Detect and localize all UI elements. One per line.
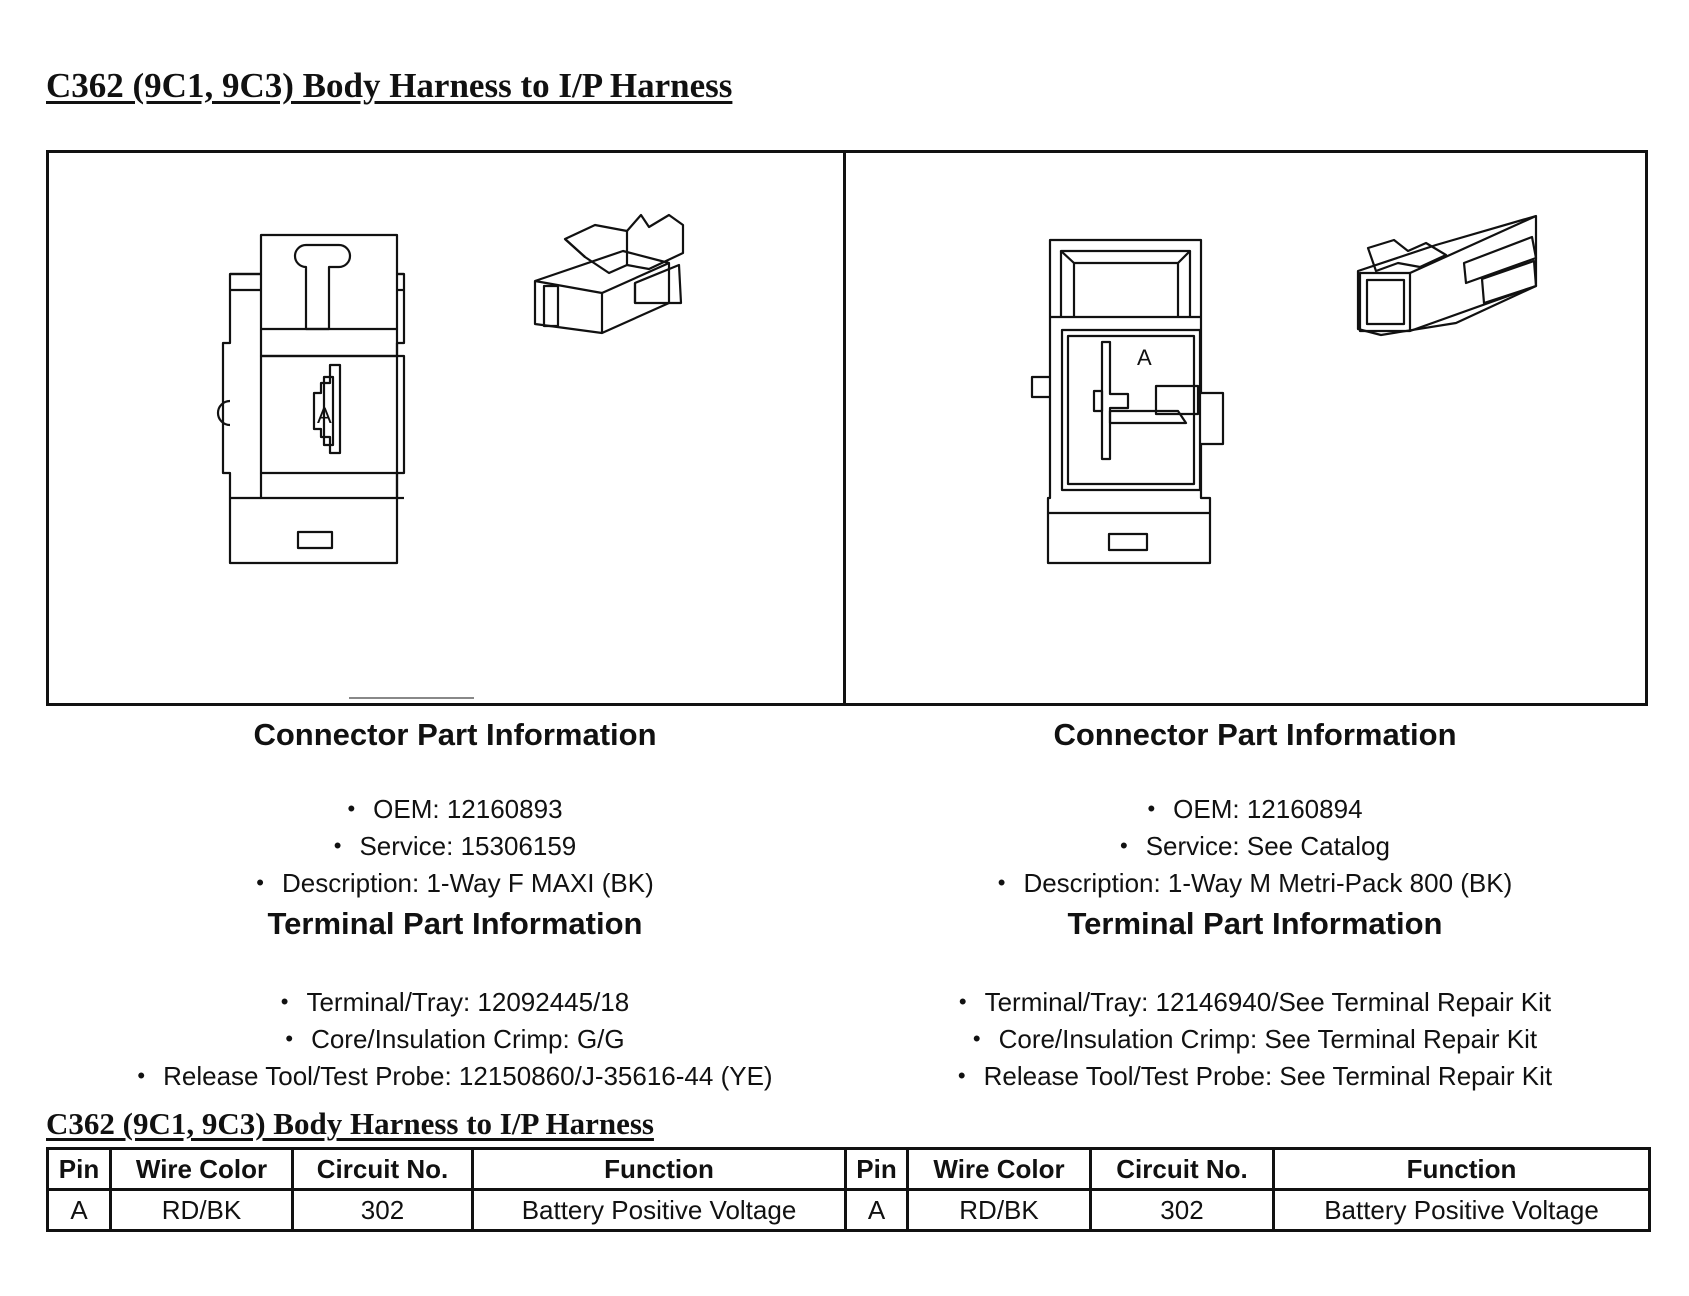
right-connector-drawing-panel: A	[843, 150, 1648, 706]
list-item: Core/Insulation Crimp: See Terminal Repa…	[865, 1021, 1645, 1058]
table-header-row: Pin Wire Color Circuit No. Function Pin …	[46, 1147, 1651, 1191]
column-header: Function	[471, 1147, 847, 1191]
left-connector-list: OEM: 12160893 Service: 15306159 Descript…	[65, 757, 845, 902]
list-item: Description: 1-Way F MAXI (BK)	[65, 865, 845, 902]
list-item: OEM: 12160893	[65, 791, 845, 828]
table-cell: RD/BK	[906, 1188, 1092, 1232]
table-row: A RD/BK 302 Battery Positive Voltage A R…	[46, 1188, 1651, 1232]
list-item: Service: See Catalog	[865, 828, 1645, 865]
right-terminal-list: Terminal/Tray: 12146940/See Terminal Rep…	[865, 946, 1645, 1095]
column-header: Pin	[46, 1147, 112, 1191]
list-item: Service: 15306159	[65, 828, 845, 865]
male-connector-isometric-view	[1356, 214, 1538, 337]
male-connector-drawing: A	[1030, 214, 1538, 565]
list-item: Release Tool/Test Probe: See Terminal Re…	[865, 1058, 1645, 1095]
table-cell: Battery Positive Voltage	[471, 1188, 847, 1232]
left-connector-heading: Connector Part Information	[253, 717, 657, 752]
female-connector-face-view: A	[216, 233, 406, 565]
column-header: Pin	[844, 1147, 909, 1191]
column-header: Wire Color	[109, 1147, 294, 1191]
right-connector-list: OEM: 12160894 Service: See Catalog Descr…	[865, 757, 1645, 902]
table-cell: 302	[291, 1188, 474, 1232]
left-pin-label: A	[317, 403, 332, 428]
column-header: Circuit No.	[1089, 1147, 1275, 1191]
list-item: Terminal/Tray: 12146940/See Terminal Rep…	[865, 984, 1645, 1021]
table-cell: RD/BK	[109, 1188, 294, 1232]
pinout-table: Pin Wire Color Circuit No. Function Pin …	[46, 1147, 1651, 1232]
left-part-information: Connector Part Information OEM: 12160893…	[65, 713, 845, 1095]
table-cell: Battery Positive Voltage	[1272, 1188, 1651, 1232]
right-connector-heading: Connector Part Information	[1053, 717, 1457, 752]
right-pin-label: A	[1137, 345, 1152, 370]
column-header: Circuit No.	[291, 1147, 474, 1191]
column-header: Function	[1272, 1147, 1651, 1191]
list-item: Core/Insulation Crimp: G/G	[65, 1021, 845, 1058]
list-item: Terminal/Tray: 12092445/18	[65, 984, 845, 1021]
table-cell: 302	[1089, 1188, 1275, 1232]
male-connector-face-view: A	[1030, 238, 1225, 565]
left-terminal-list: Terminal/Tray: 12092445/18 Core/Insulati…	[65, 946, 845, 1095]
female-connector-drawing: A	[216, 213, 685, 699]
document-title: C362 (9C1, 9C3) Body Harness to I/P Harn…	[46, 66, 733, 105]
list-item: OEM: 12160894	[865, 791, 1645, 828]
list-item: Description: 1-Way M Metri-Pack 800 (BK)	[865, 865, 1645, 902]
left-terminal-heading: Terminal Part Information	[267, 906, 643, 941]
female-connector-isometric-view	[533, 213, 685, 335]
column-header: Wire Color	[906, 1147, 1092, 1191]
list-item: Release Tool/Test Probe: 12150860/J-3561…	[65, 1058, 845, 1095]
right-terminal-heading: Terminal Part Information	[1067, 906, 1443, 941]
right-part-information: Connector Part Information OEM: 12160894…	[865, 713, 1645, 1095]
table-cell: A	[46, 1188, 112, 1232]
table-title: C362 (9C1, 9C3) Body Harness to I/P Harn…	[46, 1106, 654, 1141]
left-connector-drawing-panel: A	[46, 150, 846, 706]
table-cell: A	[844, 1188, 909, 1232]
